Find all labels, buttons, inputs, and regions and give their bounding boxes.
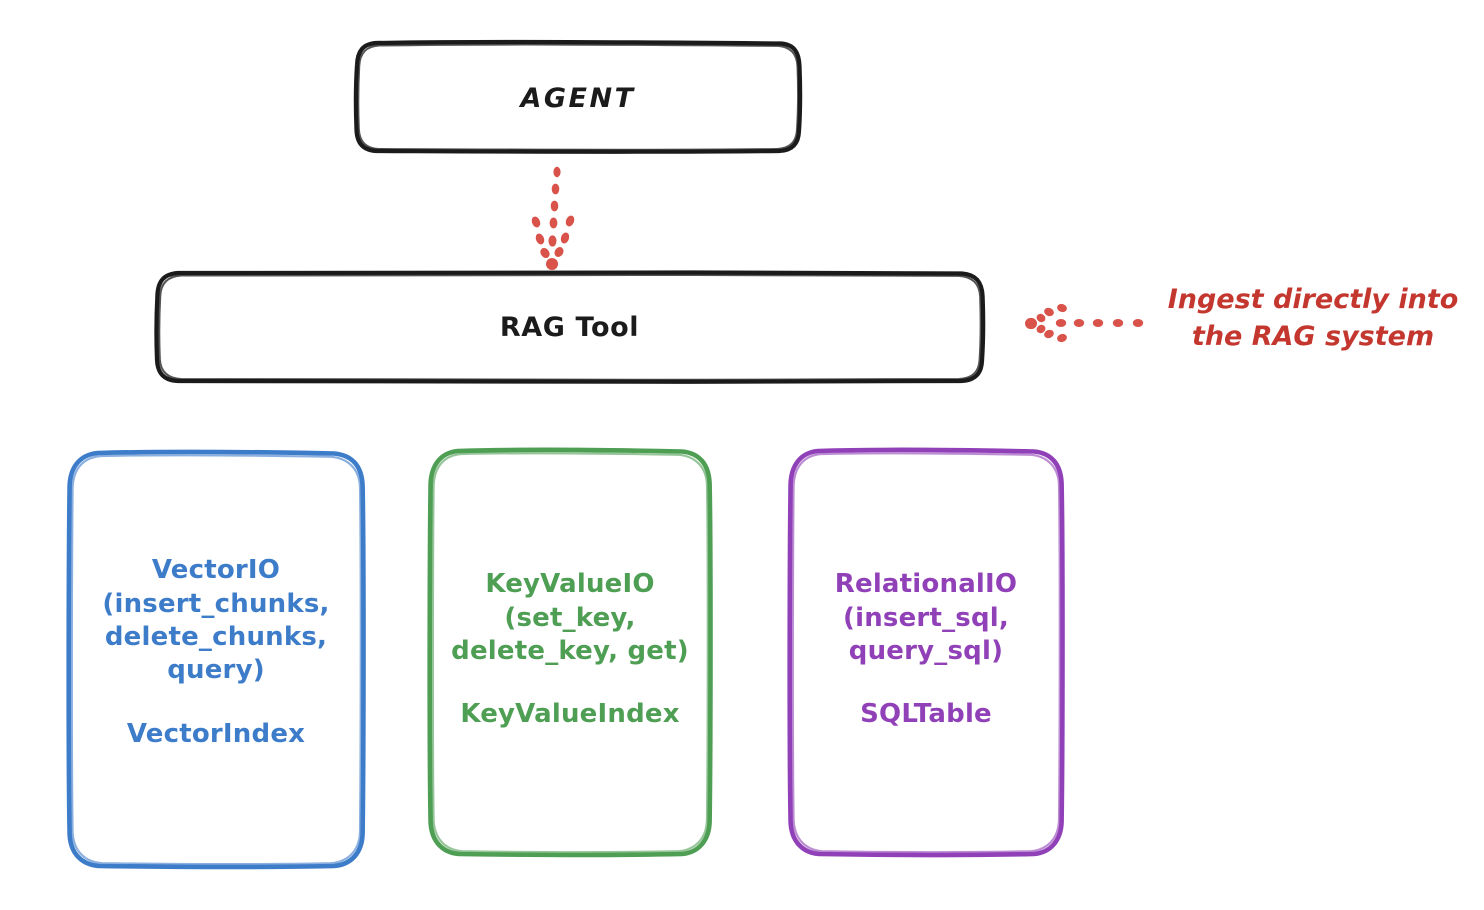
dotted-arrow-left-icon [1025,303,1144,343]
key-value-io-card[interactable] [427,447,713,858]
vector-io-card[interactable] [66,449,366,870]
ingest-annotation-text: Ingest directly into the RAG system [1167,284,1459,352]
agent-box[interactable] [353,39,803,154]
relational-io-card[interactable] [787,447,1065,858]
rag-tool-box[interactable] [154,269,986,384]
dotted-arrow-down-icon [531,166,575,270]
